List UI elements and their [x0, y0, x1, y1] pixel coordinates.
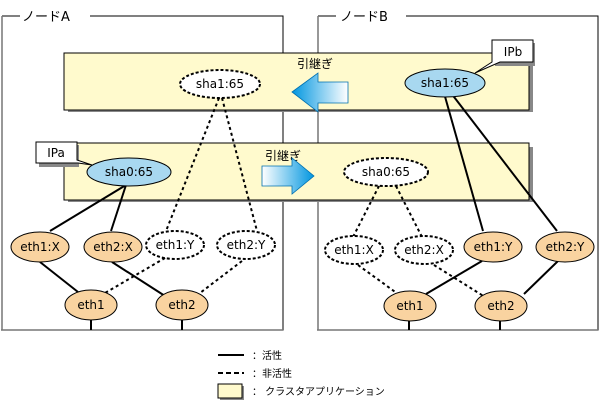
- svg-text:sha0:65: sha0:65: [362, 165, 410, 179]
- svg-text:eth2:Y: eth2:Y: [227, 238, 266, 252]
- node-a-frame: ノードA: [1, 10, 284, 331]
- legend: ：活性 ：非活性 ： クラスタアプリケーション: [217, 349, 385, 400]
- svg-text:IPb: IPb: [504, 45, 522, 59]
- callout-ipb: IPb: [474, 39, 535, 74]
- physical-if-b-0: eth1: [383, 290, 437, 322]
- svg-text:eth1:Y: eth1:Y: [474, 240, 513, 254]
- link-eth1y-eth1-b: [425, 260, 483, 295]
- connections: [39, 92, 559, 330]
- handover-top: 引継ぎ: [291, 56, 349, 113]
- node-b-title: ノードB: [340, 10, 388, 25]
- link-sha1-eth1y-b: [443, 92, 484, 232]
- legend-app: ： クラスタアプリケーション: [217, 383, 385, 400]
- callout-ipa: IPa: [35, 141, 93, 167]
- logical-if-b-2: eth1:Y: [463, 231, 523, 263]
- arrow-left-icon: [291, 72, 349, 113]
- physical-if-b-1: eth2: [474, 290, 528, 322]
- logical-if-a-1: eth2:X: [83, 231, 143, 263]
- logical-if-a-0: eth1:X: [10, 231, 70, 263]
- link-sha0-eth2x-a: [110, 184, 127, 232]
- svg-text:eth2:Y: eth2:Y: [546, 240, 585, 254]
- svg-text:IPa: IPa: [47, 146, 65, 160]
- link-eth2x-eth2-a: [111, 261, 166, 297]
- app-box-icon: [217, 383, 243, 399]
- logical-if-b-1: eth2:X: [394, 235, 454, 265]
- vip-sha0-node-a: sha0:65: [86, 157, 172, 187]
- svg-text:：活性: ：活性: [252, 349, 282, 362]
- svg-text:sha1:65: sha1:65: [421, 76, 469, 90]
- svg-text:eth2:X: eth2:X: [93, 240, 133, 254]
- handover-top-label: 引継ぎ: [297, 56, 333, 71]
- logical-if-b-3: eth2:Y: [535, 231, 595, 263]
- svg-text:eth2: eth2: [168, 298, 195, 312]
- physical-if-a-1: eth2: [155, 289, 209, 321]
- vip-sha1-node-b: sha1:65: [404, 68, 486, 98]
- vip-sha0-node-b: sha0:65: [343, 157, 429, 187]
- svg-text:eth1:X: eth1:X: [334, 243, 374, 257]
- logical-if-a-3: eth2:Y: [216, 230, 276, 260]
- node-a-title: ノードA: [22, 10, 70, 25]
- logical-if-a-2: eth1:Y: [145, 230, 205, 260]
- link-sha1-eth2y-b: [450, 92, 558, 232]
- svg-text:sha1:65: sha1:65: [196, 77, 244, 91]
- svg-text:sha0:65: sha0:65: [105, 165, 153, 179]
- handover-bottom: 引継ぎ: [261, 148, 315, 195]
- vip-sha1-node-a: sha1:65: [179, 69, 261, 99]
- link-sha0-eth1x-a: [49, 184, 127, 232]
- svg-text:eth1:X: eth1:X: [20, 240, 60, 254]
- svg-text:eth1: eth1: [77, 298, 104, 312]
- link-eth2x-eth2-b: [433, 264, 486, 298]
- svg-text:：非活性: ：非活性: [252, 367, 292, 380]
- link-eth2y-eth2-a: [199, 260, 243, 294]
- legend-inactive: ：非活性: [218, 367, 292, 380]
- physical-if-a-0: eth1: [64, 289, 118, 321]
- link-eth1x-eth1-b: [357, 264, 399, 295]
- svg-text:： クラスタアプリケーション: ： クラスタアプリケーション: [252, 386, 385, 398]
- svg-text:eth2:X: eth2:X: [404, 243, 444, 257]
- svg-text:eth2: eth2: [487, 299, 514, 313]
- arrow-right-icon: [261, 157, 315, 195]
- link-eth2y-eth2-b: [523, 260, 559, 295]
- svg-text:eth1:Y: eth1:Y: [156, 238, 195, 252]
- legend-active: ：活性: [218, 349, 282, 362]
- link-eth1x-eth1-a: [39, 261, 79, 293]
- link-sha1-eth2y-a: [221, 97, 258, 232]
- svg-text:eth1: eth1: [396, 299, 423, 313]
- logical-if-b-0: eth1:X: [324, 235, 384, 265]
